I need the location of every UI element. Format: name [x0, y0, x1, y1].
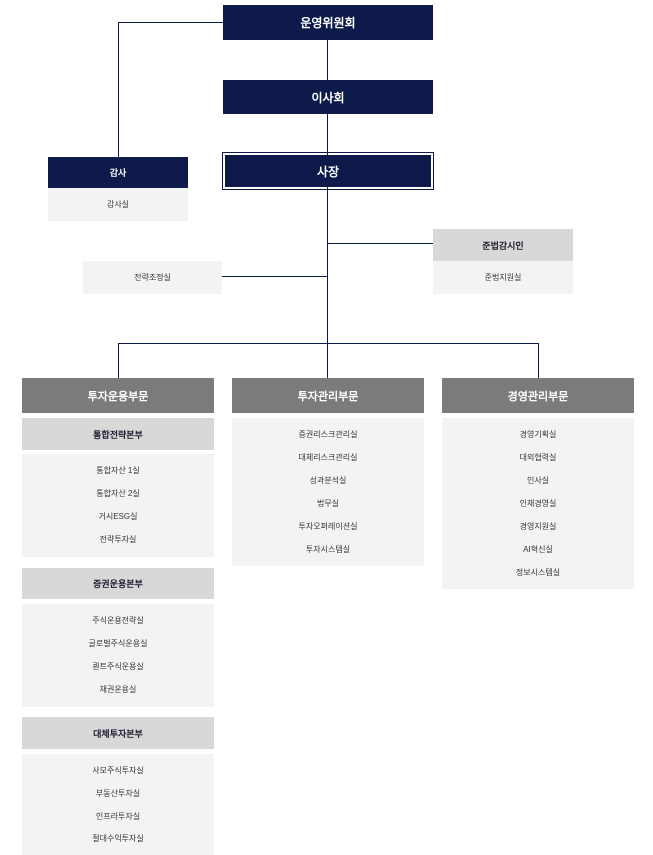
list-item: 경영기획실 — [519, 430, 557, 439]
group-securities: 증권운용본부 — [22, 568, 214, 599]
list-item: 거시ESG실 — [98, 512, 138, 521]
list-item: 인프라투자실 — [95, 811, 141, 821]
list-item: 정보시스템실 — [515, 568, 561, 577]
strategy-office-box: 전략조정실 — [83, 261, 222, 294]
list-item: 성과분석실 — [309, 476, 347, 485]
list-item: 부동산투자실 — [95, 788, 141, 798]
list-item: 채권운용실 — [99, 685, 137, 694]
list-item: 투자시스템실 — [305, 545, 351, 554]
division-investment-management: 투자관리부문 — [232, 378, 424, 413]
group-securities-list: 주식운용전략실 글로벌주식운용실 퀀트주식운용실 채권운용실 — [22, 604, 214, 707]
list-item: 전략투자실 — [99, 535, 137, 544]
connector-committee-audit-h — [118, 22, 223, 23]
connector-main-spine — [327, 40, 328, 344]
connector-division-left — [118, 343, 119, 378]
list-item: 인재경영실 — [519, 499, 557, 508]
connector-compliance — [327, 243, 433, 244]
connector-division-right — [538, 343, 539, 378]
list-item: 증권리스크관리실 — [298, 430, 358, 439]
list-item: 경영지원실 — [519, 522, 557, 531]
connector-committee-audit-v — [118, 22, 119, 157]
list-item: 법무실 — [316, 499, 340, 508]
list-item: 투자오퍼레이션실 — [298, 522, 358, 531]
list-item: 인사실 — [526, 476, 550, 485]
connector-strategy — [222, 276, 328, 277]
list-item: 통합자산 1실 — [96, 466, 140, 475]
list-item: AI혁신실 — [523, 545, 553, 554]
list-item: 절대수익투자실 — [92, 834, 144, 844]
audit-head-box: 감사 — [48, 157, 188, 188]
president-box: 사장 — [222, 152, 434, 190]
board-box: 이사회 — [223, 80, 433, 114]
list-item: 대외협력실 — [519, 453, 557, 462]
committee-box: 운영위원회 — [223, 5, 433, 40]
list-item: 대체리스크관리실 — [298, 453, 358, 462]
group-alternative-investment: 대체투자본부 — [22, 717, 214, 749]
group-integrated-strategy: 통합전략본부 — [22, 418, 214, 450]
compliance-head-box: 준법감시인 — [433, 229, 573, 261]
list-item: 사모주식투자실 — [92, 766, 144, 775]
list-item: 통합자산 2실 — [96, 489, 140, 498]
group-integrated-strategy-list: 통합자산 1실 통합자산 2실 거시ESG실 전략투자실 — [22, 454, 214, 557]
division-investment-operations: 투자운용부문 — [22, 378, 214, 413]
audit-office-box: 감사실 — [48, 188, 188, 221]
division-business-management: 경영관리부문 — [442, 378, 634, 413]
division-business-management-list: 경영기획실 대외협력실 인사실 인재경영실 경영지원실 AI혁신실 정보시스템실 — [442, 418, 634, 589]
group-alternative-investment-list: 사모주식투자실 부동산투자실 인프라투자실 절대수익투자실 — [22, 754, 214, 855]
division-investment-management-list: 증권리스크관리실 대체리스크관리실 성과분석실 법무실 투자오퍼레이션실 투자시… — [232, 418, 424, 566]
list-item: 글로벌주식운용실 — [88, 639, 148, 648]
compliance-office-box: 준법지원실 — [433, 261, 573, 294]
connector-divisions-h — [118, 343, 539, 344]
list-item: 주식운용전략실 — [92, 616, 144, 625]
connector-division-center — [327, 343, 328, 378]
list-item: 퀀트주식운용실 — [92, 662, 144, 671]
